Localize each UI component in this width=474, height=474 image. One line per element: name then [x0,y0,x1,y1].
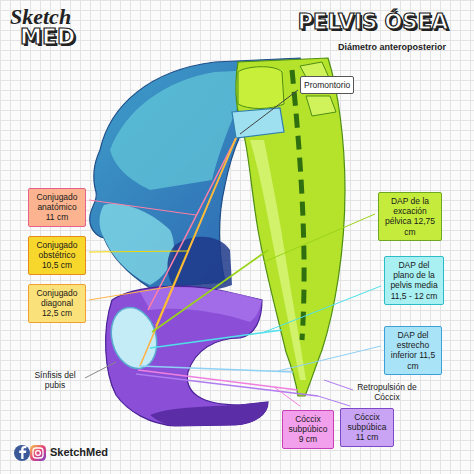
measurement-box: Conjugado obstétrico 10,5 cm [28,236,86,275]
leader-line [85,362,116,378]
subtitle: Diámetro anteroposterior [300,42,446,52]
title: PELVIS ÓSEA [298,10,448,34]
leader-line [278,346,381,371]
iliac-fossa [110,70,255,190]
measurement-text: DAP de la excación pélvica 12,75 cm [382,196,438,237]
leader-line [89,200,196,215]
measurement-box: Conjugado diagonal 12,5 cm [28,284,86,323]
facebook-glyph [19,446,26,459]
logo-text: MED [20,24,75,49]
measurement-box: Cóccix subpúbico 9 cm [282,410,334,449]
measurement-text: Conjugado diagonal 12,5 cm [32,288,82,319]
measurement-text: DAP del plano de la pelvis media 11,5 - … [388,260,440,301]
leader-line [89,286,174,300]
measurement-text: Cóccix subpúbica 11 cm [344,412,390,443]
sacrum-bone [236,58,345,396]
outlet-line [140,366,293,372]
measurement-box: DAP del estrecho inferior 11,5 cm [384,326,442,375]
leader-line [274,387,300,406]
lumbar-vertebra [238,67,284,109]
measurement-text: Conjugado obstétrico 10,5 cm [32,240,82,271]
measurement-box: DAP del plano de la pelvis media 11,5 - … [384,256,444,305]
anatomic-conjugate-line [148,138,236,310]
leader-line [262,286,381,333]
measurement-box: DAP de la excación pélvica 12,75 cm [378,192,442,241]
facebook-icon [14,445,30,461]
instagram-icon [30,445,46,461]
excavation-line [152,250,268,332]
measurement-text: Conjugado anatómico 11 cm [32,192,82,223]
part-name: Sínfisis del pubis [26,370,84,390]
diagonal-conjugate-line [140,138,236,366]
instagram-glyph [36,451,41,456]
leader-lines [85,90,381,406]
structure-label-box: Promontorio [300,76,354,94]
measurement-text: DAP del estrecho inferior 11,5 cm [388,330,438,371]
leader-line [240,90,298,134]
measurement-text: Cóccix subpúbico 9 cm [286,414,330,445]
measurement-box: Conjugado anatómico 11 cm [28,188,86,227]
iliac-anterior [100,204,174,285]
sacral-canal [292,70,304,340]
leader-line [324,380,353,390]
pubic-ramus-shade [150,402,268,426]
instagram-glyph [33,448,43,458]
sacral-base [232,108,284,138]
measurement-lines [136,138,318,396]
measurement-box: Cóccix subpúbica 11 cm [340,408,394,447]
pubic-upper-shade [140,287,262,322]
part-name: Retropulsión de Cóccix [355,382,419,402]
leader-line [264,214,375,262]
subpubic-11-line [136,374,318,396]
sacrum-front [250,140,306,380]
leader-line [89,251,188,252]
measurement-text: Promontorio [304,80,350,90]
leader-line [318,396,350,406]
watermark: SketchMed [50,446,108,458]
